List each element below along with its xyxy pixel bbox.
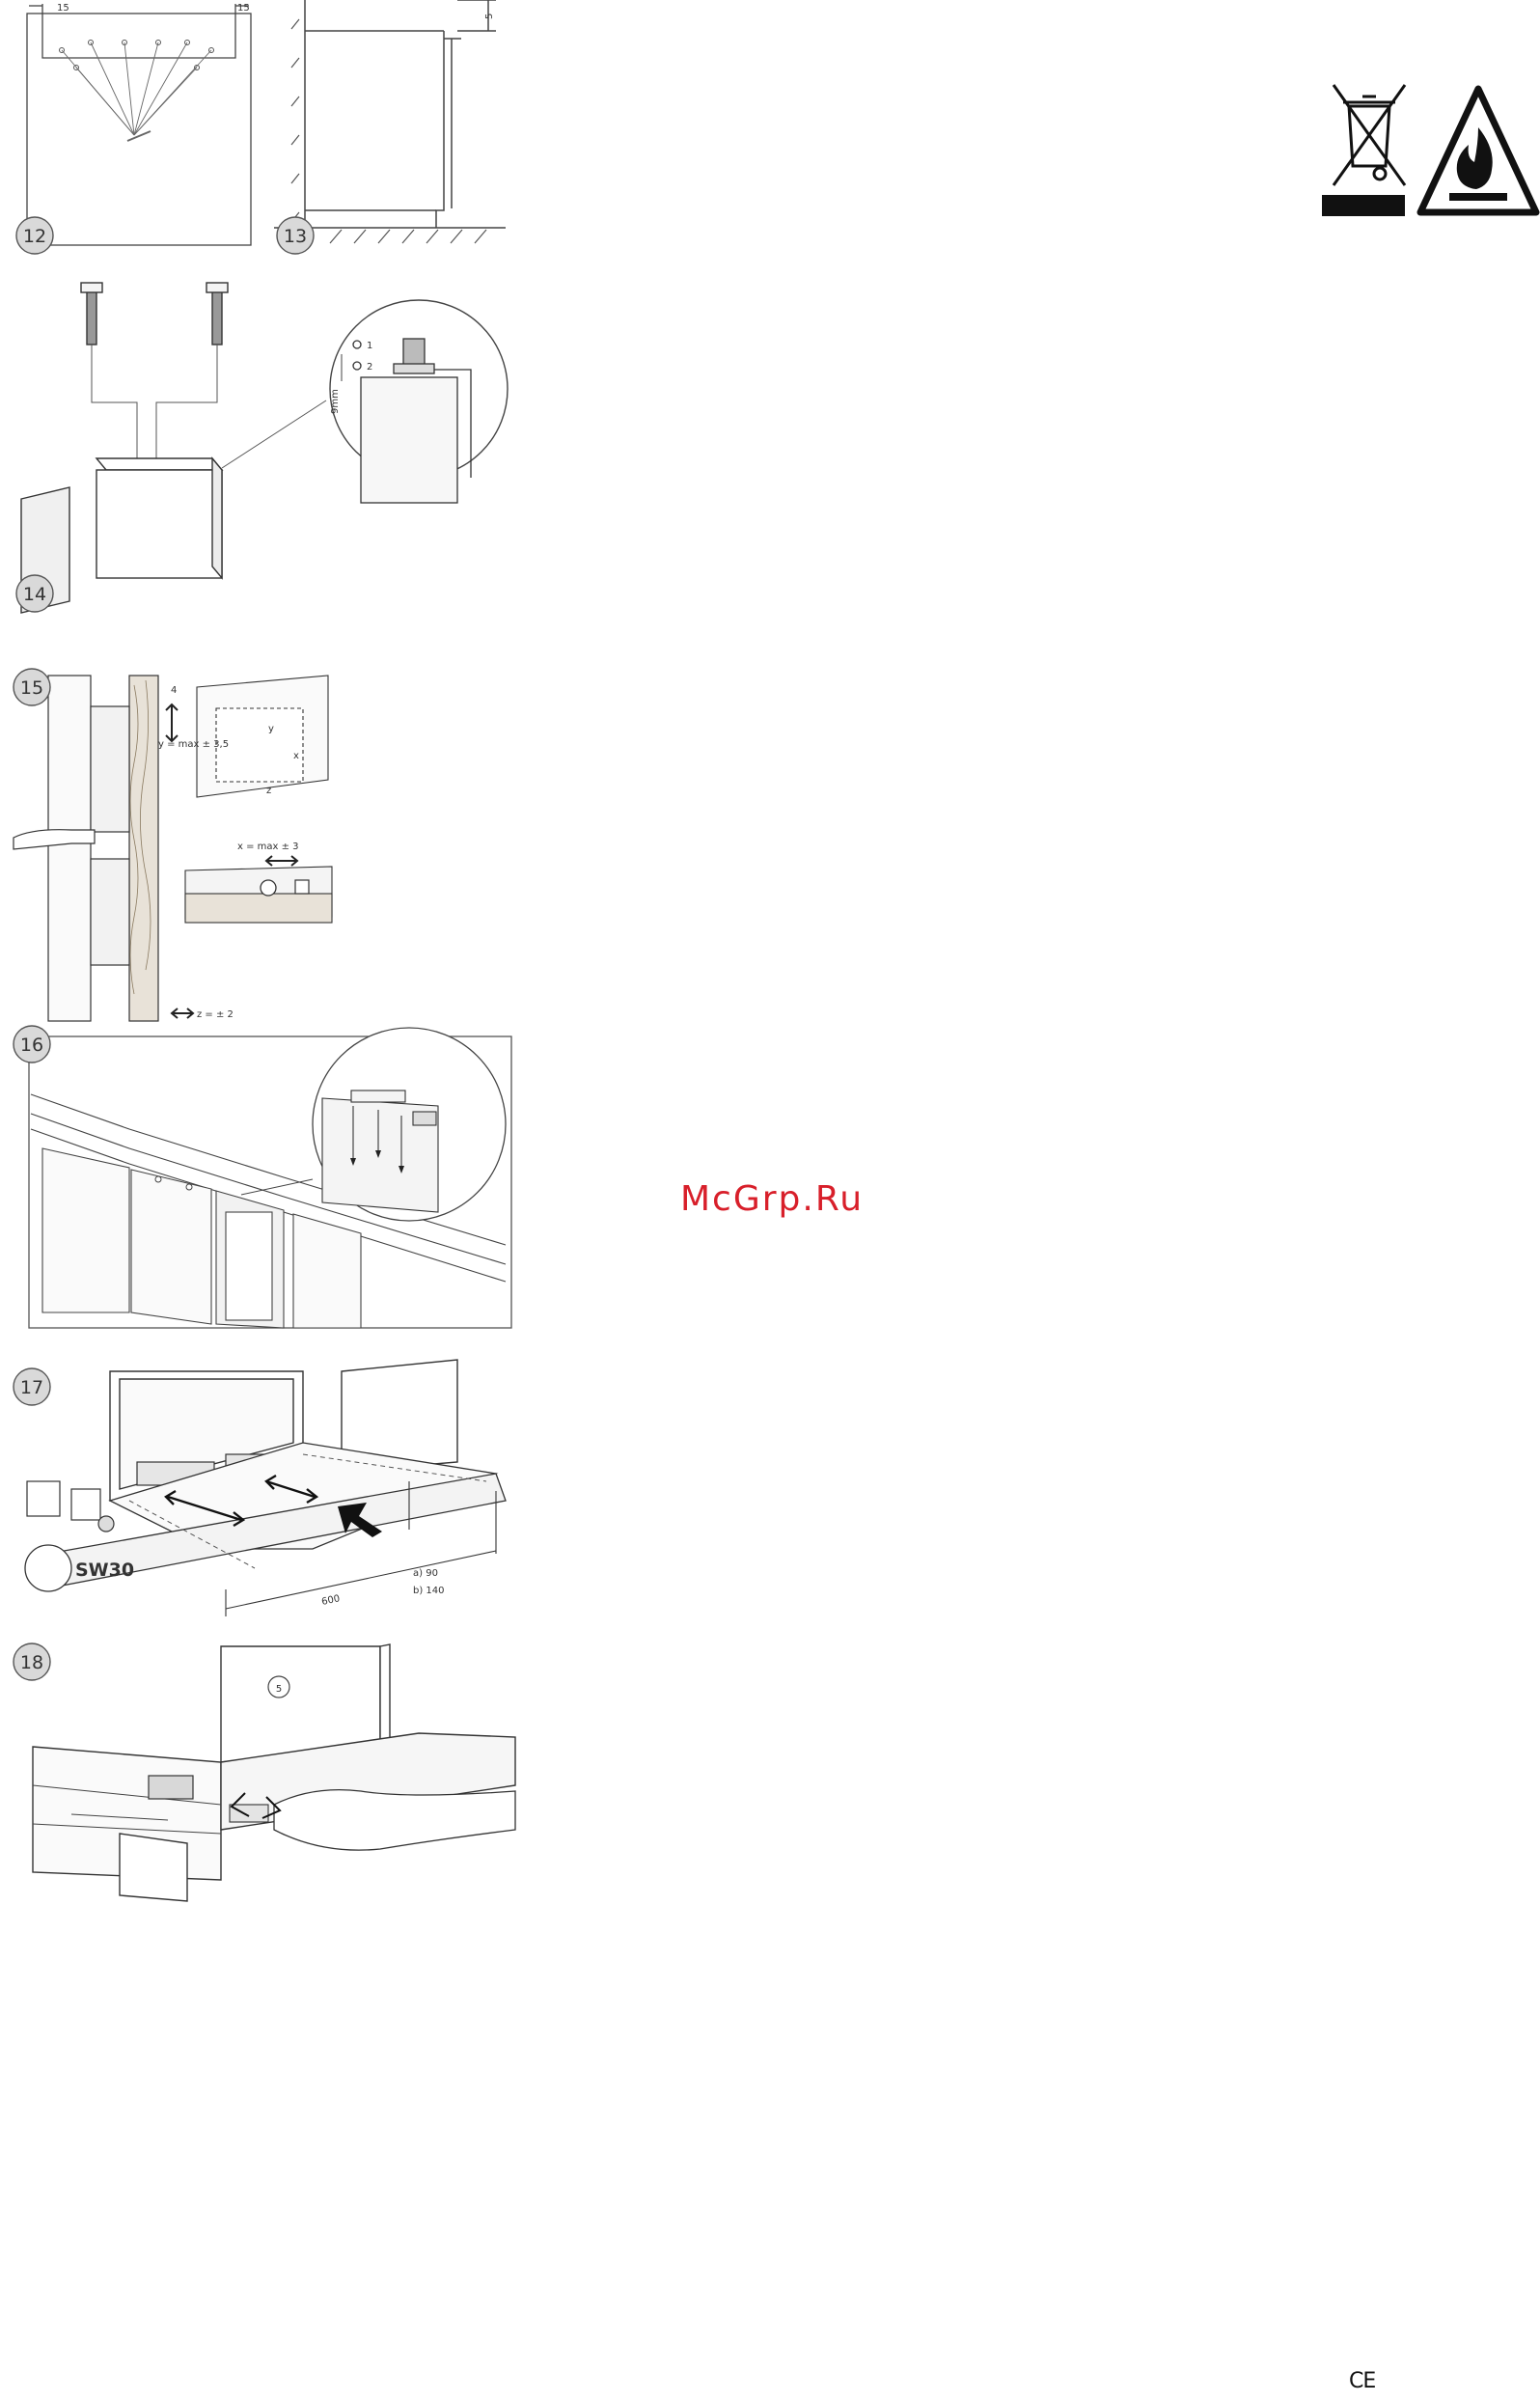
flammable-warning-icon [1416, 85, 1540, 225]
figure-16-number: 16 [20, 1035, 43, 1056]
figure-14-number: 14 [23, 584, 46, 605]
figure-12-drawing: 15 15 12 [14, 0, 264, 261]
figure-15-number: 15 [20, 677, 43, 699]
figure-14-callout-b: 2 [367, 362, 372, 373]
figure-12: 15 15 12 [14, 0, 264, 261]
flammable-symbol [1416, 85, 1540, 225]
figure-17-dim-b: b) 140 [413, 1586, 445, 1596]
figure-18: 5 18 [14, 1641, 515, 1911]
figure-12-dim-right: 15 [237, 3, 250, 14]
figure-15-label-y: y = max ± 3,5 [158, 739, 229, 750]
figure-17: SW30 600 a) 90 b) 140 17 [14, 1366, 515, 1645]
figure-15-label-x: x = max ± 3 [237, 842, 299, 852]
figure-17-dim-600: 600 [320, 1593, 341, 1608]
figure-15: y = max ± 3,5 x = max ± 3 z = ± 2 y x z … [14, 666, 332, 1028]
figure-18-number: 18 [20, 1652, 43, 1673]
figure-17-drawing: SW30 600 a) 90 b) 140 17 [14, 1366, 515, 1645]
figure-14: 9mm 1 2 14 [14, 265, 506, 618]
figure-18-drawing: 5 18 [14, 1641, 515, 1911]
figure-15-label-z: z = ± 2 [197, 1009, 234, 1020]
watermark: McGrp.Ru [680, 1179, 864, 1219]
figure-14-detail-label: 9mm [330, 389, 341, 414]
figure-16-drawing: 16 [14, 1023, 515, 1332]
figure-15-drawing: y = max ± 3,5 x = max ± 3 z = ± 2 y x z … [14, 666, 332, 1028]
figure-15-callout: 4 [171, 685, 177, 696]
figure-15-axis-y: y [268, 724, 274, 734]
figure-15-axis-z: z [266, 786, 271, 796]
figure-12-number: 12 [23, 226, 46, 247]
figure-17-tool: SW30 [75, 1560, 134, 1581]
crossed-out-wheelie-bin-icon [1320, 77, 1416, 222]
figure-12-dim-left: 15 [57, 3, 69, 14]
figure-14-drawing: 9mm 1 2 14 [14, 265, 506, 618]
figure-17-dim-a: a) 90 [413, 1568, 438, 1579]
figure-18-callout: 5 [276, 1684, 282, 1695]
figure-14-callout-a: 1 [367, 341, 372, 351]
figure-17-number: 17 [20, 1377, 43, 1398]
figure-13: 5 13 [274, 0, 506, 261]
figure-13-number: 13 [284, 226, 307, 247]
weee-symbol [1320, 77, 1416, 222]
figure-13-drawing: 5 13 [274, 0, 506, 261]
figure-15-axis-x: x [293, 751, 299, 761]
figure-13-dim-top: 5 [484, 14, 495, 19]
figure-16: 16 [14, 1023, 515, 1332]
ce-mark: CE [1349, 2369, 1375, 2393]
